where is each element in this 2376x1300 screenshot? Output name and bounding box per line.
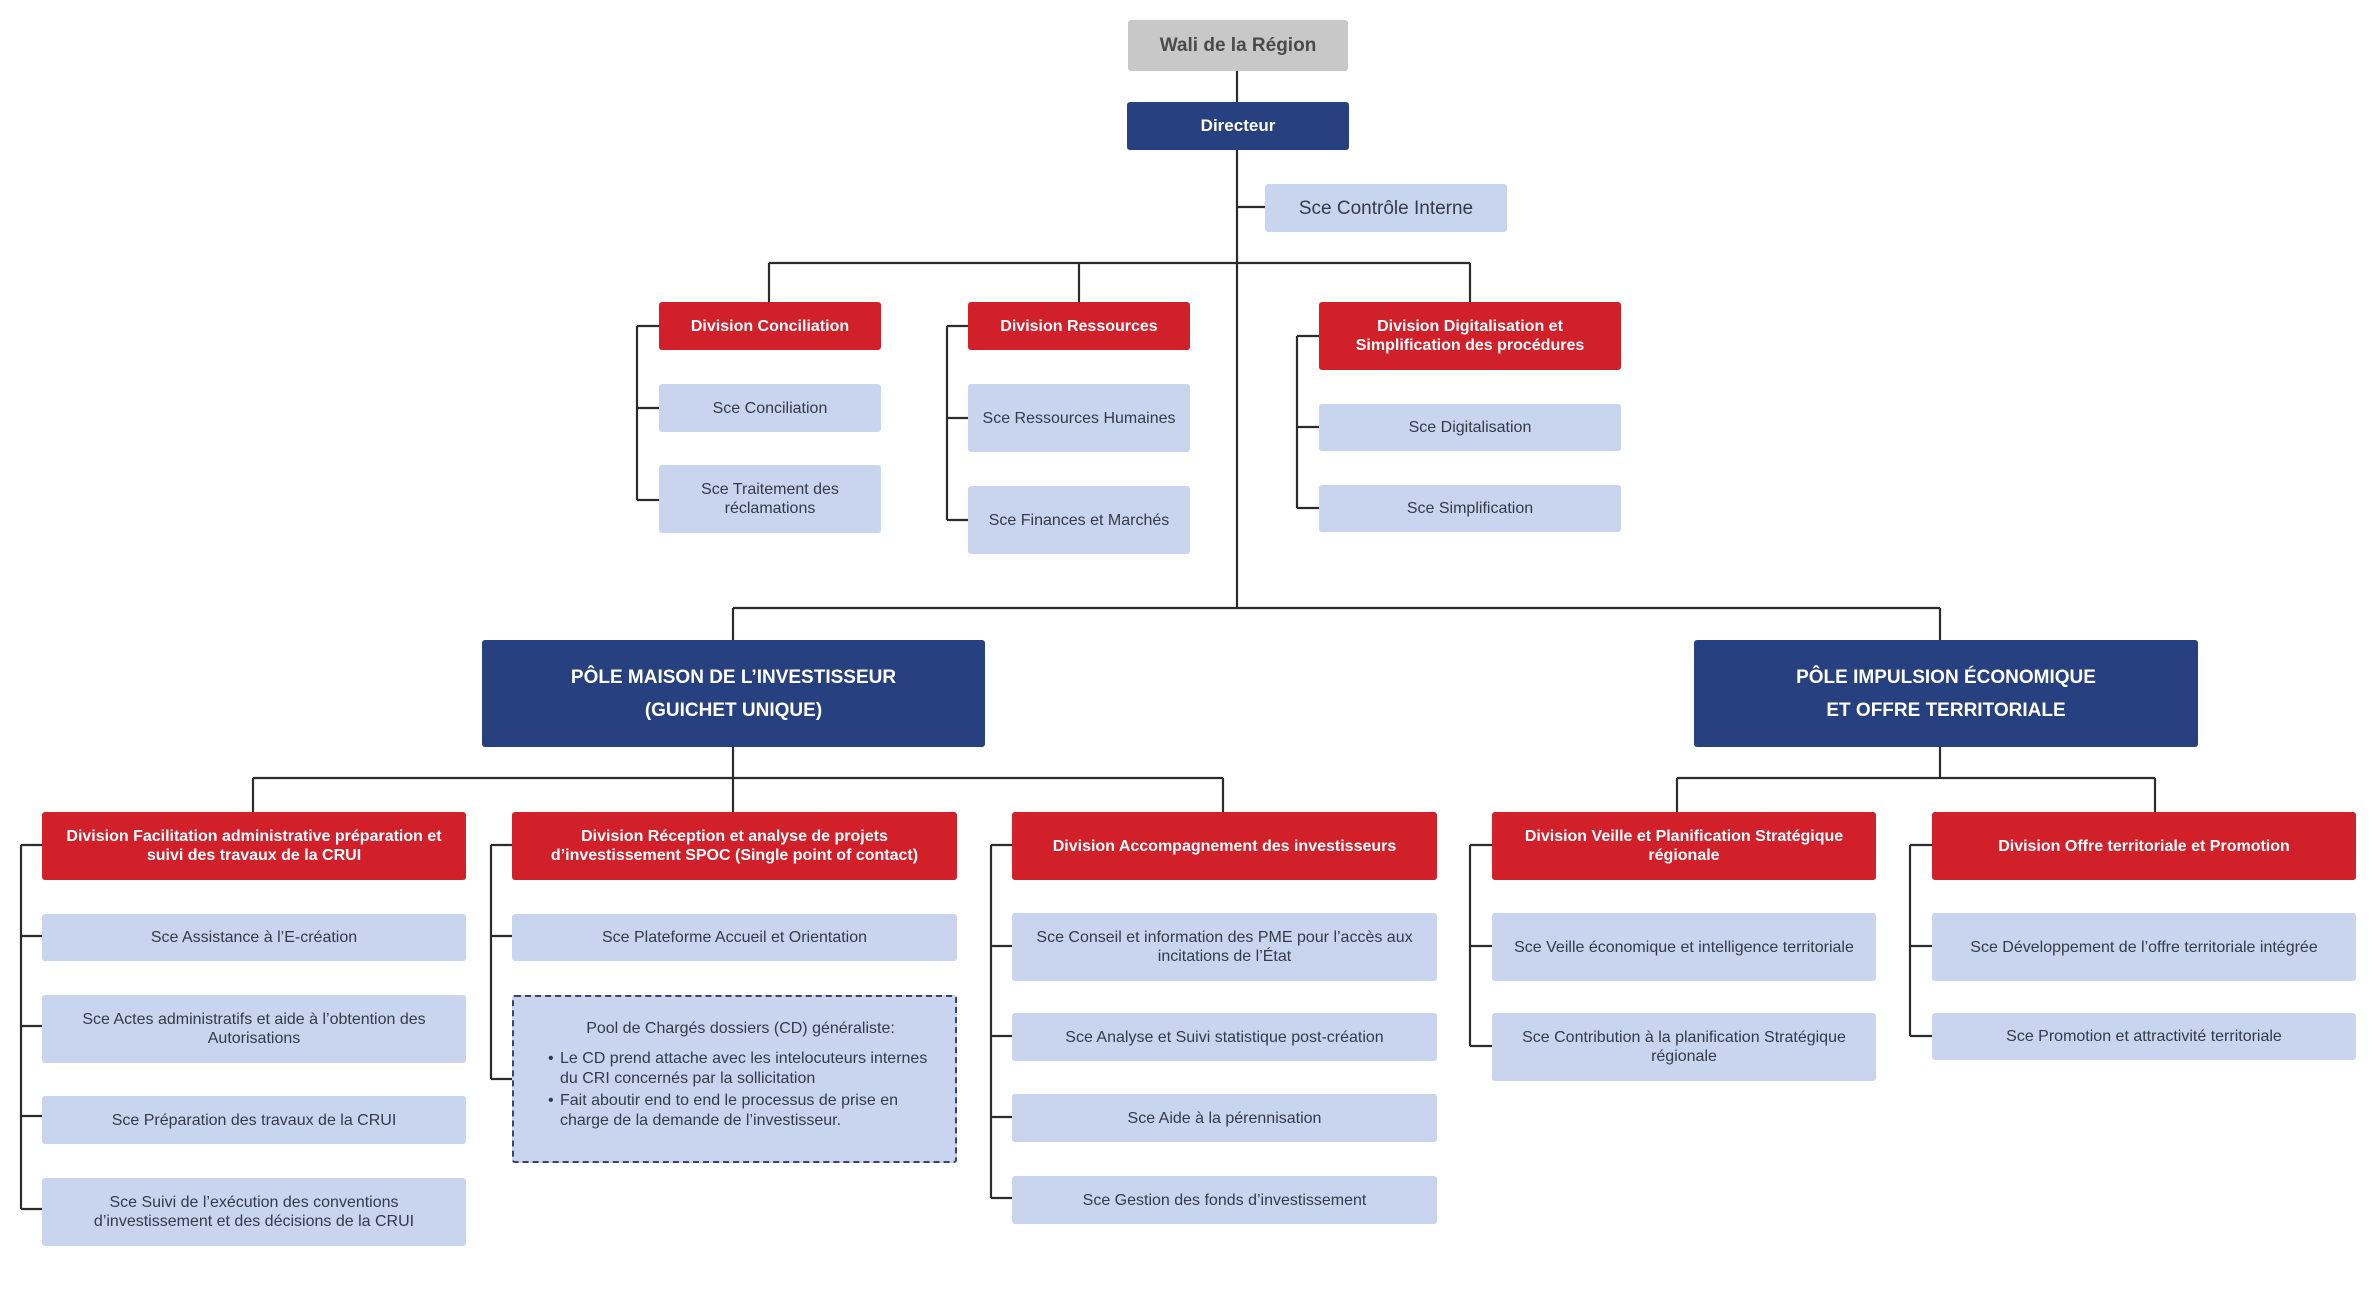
pool-bullet: Fait aboutir end to end le processus de … xyxy=(548,1091,933,1131)
sce-promotion-attractivite: Sce Promotion et attractivité territoria… xyxy=(1932,1013,2356,1060)
sce-ressources-humaines: Sce Ressources Humaines xyxy=(968,384,1190,452)
sce-developpement-offre: Sce Développement de l’offre territorial… xyxy=(1932,913,2356,981)
pole-impulsion-economique: PÔLE IMPULSION ÉCONOMIQUE ET OFFRE TERRI… xyxy=(1694,640,2198,747)
sce-simplification: Sce Simplification xyxy=(1319,485,1621,532)
division-digitalisation: Division Digitalisation et Simplificatio… xyxy=(1319,302,1621,370)
division-reception: Division Réception et analyse de projets… xyxy=(512,812,957,880)
sce-analyse-suivi: Sce Analyse et Suivi statistique post-cr… xyxy=(1012,1013,1437,1061)
sce-gestion-fonds: Sce Gestion des fonds d’investissement xyxy=(1012,1176,1437,1224)
sce-assistance-ecreation: Sce Assistance à l’E-création xyxy=(42,914,466,961)
wali-box: Wali de la Région xyxy=(1128,20,1348,71)
sce-plateforme-accueil: Sce Plateforme Accueil et Orientation xyxy=(512,914,957,961)
sce-suivi-execution: Sce Suivi de l’exécution des conventions… xyxy=(42,1178,466,1246)
pool-bullet: Le CD prend attache avec les intelocuteu… xyxy=(548,1049,933,1089)
sce-conciliation: Sce Conciliation xyxy=(659,384,881,432)
division-veille: Division Veille et Planification Stratég… xyxy=(1492,812,1876,880)
sce-aide-perennisation: Sce Aide à la pérennisation xyxy=(1012,1094,1437,1142)
pole-maison-line2: (GUICHET UNIQUE) xyxy=(644,699,823,721)
sce-traitement-reclamations: Sce Traitement des réclamations xyxy=(659,465,881,533)
division-facilitation: Division Facilitation administrative pré… xyxy=(42,812,466,880)
sce-conseil-pme: Sce Conseil et information des PME pour … xyxy=(1012,913,1437,981)
division-accompagnement: Division Accompagnement des investisseur… xyxy=(1012,812,1437,880)
sce-digitalisation: Sce Digitalisation xyxy=(1319,404,1621,451)
pole-maison-investisseur: PÔLE MAISON DE L’INVESTISSEUR (GUICHET U… xyxy=(482,640,985,747)
director-box: Directeur xyxy=(1127,102,1349,150)
sce-contribution-planification: Sce Contribution à la planification Stra… xyxy=(1492,1013,1876,1081)
division-offre-territoriale: Division Offre territoriale et Promotion xyxy=(1932,812,2356,880)
division-ressources: Division Ressources xyxy=(968,302,1190,350)
pool-charges-dossiers: Pool de Chargés dossiers (CD) généralist… xyxy=(512,995,957,1163)
pole-impulsion-line2: ET OFFRE TERRITORIALE xyxy=(1826,699,2066,721)
sce-veille-economique: Sce Veille économique et intelligence te… xyxy=(1492,913,1876,981)
controle-interne-box: Sce Contrôle Interne xyxy=(1265,184,1507,232)
sce-actes-administratifs: Sce Actes administratifs et aide à l’obt… xyxy=(42,995,466,1063)
division-conciliation: Division Conciliation xyxy=(659,302,881,350)
pool-title: Pool de Chargés dossiers (CD) généralist… xyxy=(586,1020,895,1037)
sce-finances-marches: Sce Finances et Marchés xyxy=(968,486,1190,554)
sce-preparation-travaux: Sce Préparation des travaux de la CRUI xyxy=(42,1096,466,1144)
pole-maison-line1: PÔLE MAISON DE L’INVESTISSEUR xyxy=(570,666,897,688)
pole-impulsion-line1: PÔLE IMPULSION ÉCONOMIQUE xyxy=(1796,666,2096,688)
